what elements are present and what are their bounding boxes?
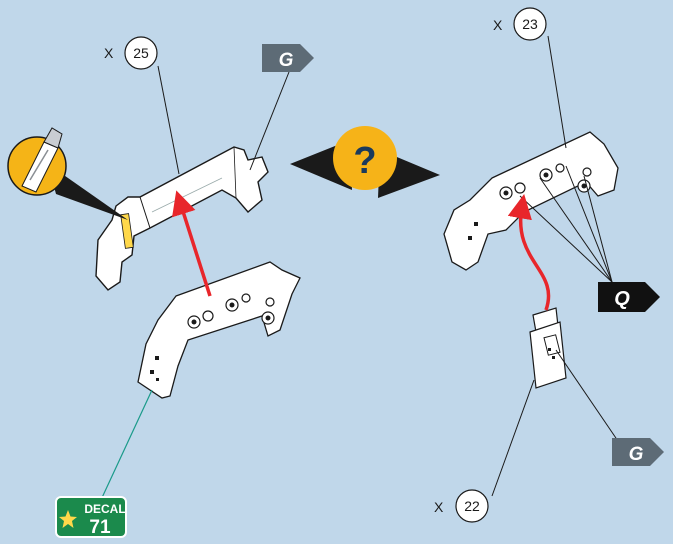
callout-number: 23 — [522, 16, 538, 32]
flag-q-leaders — [519, 165, 613, 283]
insert-arrow — [172, 190, 212, 297]
magnifier-pointer — [48, 164, 128, 220]
craft-knife-icon — [7, 127, 67, 196]
flag-q: Q — [598, 282, 660, 312]
callout-prefix: X — [493, 17, 503, 33]
star-icon — [59, 510, 77, 528]
flag-letter: G — [629, 444, 644, 465]
callout-x25: X 25 — [104, 36, 158, 70]
insert-arrow-curved — [507, 193, 551, 311]
flag-letter: Q — [614, 288, 630, 310]
decal-badge: DECAL 71 — [55, 496, 127, 538]
callout-prefix: X — [104, 45, 114, 61]
flag-g-bottom: G — [612, 438, 664, 466]
panel-frame-part — [95, 146, 269, 291]
decal-word: DECAL — [84, 502, 125, 516]
decal-panel-part — [137, 261, 301, 399]
svg-text:?: ? — [353, 140, 376, 182]
callout-number: 22 — [464, 498, 480, 514]
flag-letter: G — [279, 50, 294, 71]
connector-part — [529, 307, 567, 389]
assembled-panel-part — [443, 131, 619, 271]
callout-prefix: X — [434, 499, 444, 515]
callout-number: 25 — [133, 45, 149, 61]
decal-number: 71 — [89, 517, 111, 538]
question-mark-icon: ? — [333, 126, 397, 190]
flag-g-top: G — [262, 44, 314, 72]
callout-x22: X 22 — [434, 489, 489, 523]
callout-x23: X 23 — [493, 7, 547, 41]
